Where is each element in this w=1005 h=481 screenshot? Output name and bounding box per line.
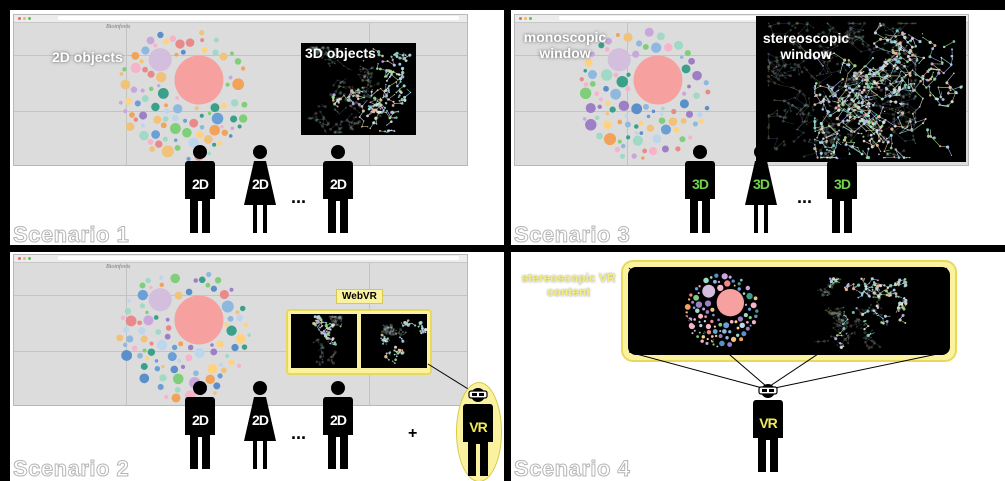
bubble-chart xyxy=(579,27,711,160)
scenario-2-panel: Bioinfovis WebVR VR + 2D 2D ... 2D Scena… xyxy=(10,252,504,481)
person-icon: 2D xyxy=(182,379,218,469)
label-stereoscopic-window: stereoscopic window xyxy=(762,30,850,62)
scenario-4-panel: stereoscopic VR content VR Scenario 4 xyxy=(511,252,1005,481)
view-frustum-lines xyxy=(628,267,948,390)
bubble-chart xyxy=(118,30,248,161)
browser-toolbar xyxy=(14,255,467,263)
connector-line xyxy=(427,363,474,393)
person-label: 3D xyxy=(834,176,851,192)
page-title: Bioinfovis xyxy=(106,24,131,30)
plus-sign: + xyxy=(408,425,418,442)
person-label: 2D xyxy=(192,412,209,428)
3d-window: 3D objects xyxy=(301,43,416,135)
molecule-render xyxy=(307,46,412,134)
woman-icon: 2D xyxy=(242,143,278,233)
person-icon: 3D xyxy=(682,143,718,233)
label-monoscopic-window: monoscopic window xyxy=(523,29,607,61)
ellipsis: ... xyxy=(797,187,813,207)
vr-headset-icon: VR xyxy=(750,382,786,472)
scenario-label: Scenario 4 xyxy=(513,456,631,481)
right-eye-view xyxy=(361,314,427,368)
person-label: 2D xyxy=(192,176,209,192)
person-label: 2D xyxy=(330,176,347,192)
person-icon: 2D xyxy=(320,379,356,469)
browser-toolbar xyxy=(14,15,467,23)
left-eye-view xyxy=(291,314,357,368)
scenario-1-panel: Bioinfovis 2D objects 3D objects 2D 2D .… xyxy=(10,10,504,245)
label-stereoscopic-vr-content: stereoscopic VR content xyxy=(521,271,616,299)
person-icon: 2D xyxy=(320,143,356,233)
person-label: 3D xyxy=(753,176,770,192)
vr-content-view xyxy=(628,267,950,355)
person-label: 2D xyxy=(252,412,269,428)
vr-content-frame xyxy=(621,260,957,362)
ellipsis: ... xyxy=(291,423,307,443)
person-label: 3D xyxy=(692,176,709,192)
person-label: VR xyxy=(759,415,777,431)
bubble-chart xyxy=(684,273,759,348)
webvr-frame xyxy=(286,309,432,375)
scenario-label: Scenario 1 xyxy=(12,222,130,246)
browser-window: Bioinfovis 2D objects 3D objects xyxy=(13,14,468,166)
molecule-render xyxy=(813,277,908,350)
label-3d-objects: 3D objects xyxy=(305,45,376,61)
webvr-label: WebVR xyxy=(336,289,383,304)
molecule-render xyxy=(380,319,427,365)
bubble-chart xyxy=(116,271,251,403)
page-title: Bioinfovis xyxy=(106,264,131,270)
scenario-3-panel: monoscopic window stereoscopic window 3D… xyxy=(511,10,1005,245)
person-label: 2D xyxy=(252,176,269,192)
person-icon: 3D xyxy=(824,143,860,233)
ellipsis: ... xyxy=(291,187,307,207)
scenario-label: Scenario 3 xyxy=(513,222,631,246)
person-icon: 2D xyxy=(182,143,218,233)
scenario-label: Scenario 2 xyxy=(12,456,130,481)
molecule-render xyxy=(312,315,343,366)
person-label: VR xyxy=(469,419,487,435)
woman-icon: 2D xyxy=(242,379,278,469)
woman-icon: 3D xyxy=(743,143,779,233)
vr-headset-icon: VR xyxy=(460,386,496,476)
stereoscopic-window: stereoscopic window xyxy=(756,16,966,162)
person-label: 2D xyxy=(330,412,347,428)
molecule-render xyxy=(767,21,963,160)
label-2d-objects: 2D objects xyxy=(52,49,123,65)
